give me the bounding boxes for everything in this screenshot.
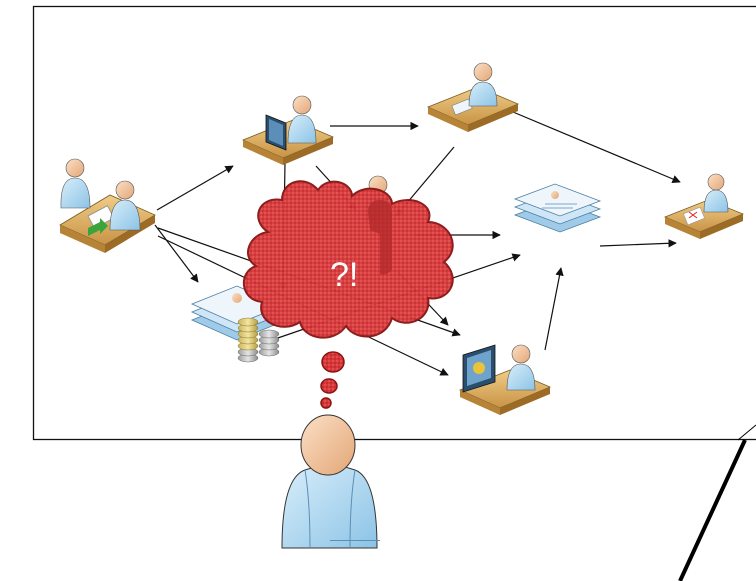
desk-worker-icon (426, 62, 520, 132)
signing-desk-icon (663, 173, 745, 239)
thought-bubble: ?! (242, 180, 454, 409)
computer-workstation-icon (241, 95, 335, 165)
thought-bubble-text: ?! (330, 256, 358, 294)
projection-line-small (737, 424, 756, 441)
meeting-icon (59, 158, 156, 253)
projection-line (678, 439, 747, 581)
documents-with-coins-icon (190, 285, 284, 363)
document-stack-icon (513, 183, 602, 233)
monitor-workstation-icon (458, 344, 552, 415)
observer-person-icon (281, 414, 380, 549)
